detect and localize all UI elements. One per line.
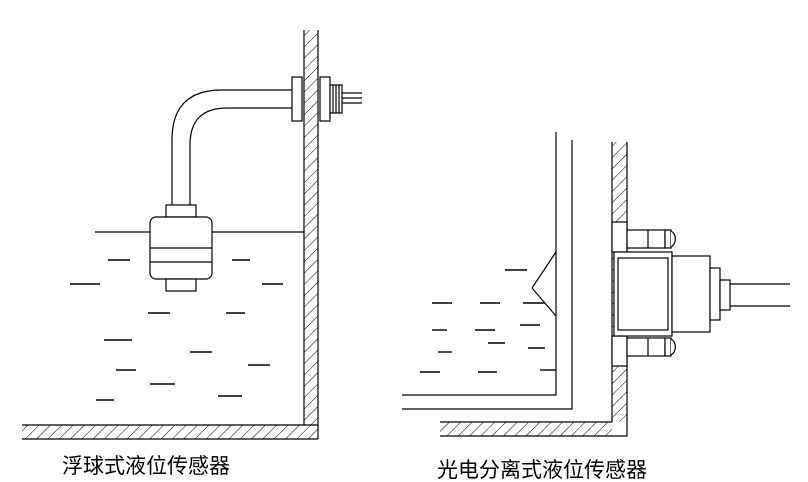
left-diagram-caption: 浮球式液位传感器 xyxy=(62,454,230,478)
float-ball xyxy=(149,204,213,292)
tank-right-wall xyxy=(303,30,319,439)
liquid-dashes xyxy=(70,259,283,401)
inner-container xyxy=(402,132,573,410)
tank-bottom xyxy=(22,424,318,440)
float-sensor-drawing xyxy=(22,30,362,440)
liquid-meniscus xyxy=(531,251,557,317)
wall-fitting xyxy=(291,76,362,122)
liquid-dashes-right xyxy=(420,269,556,373)
stem-pipe xyxy=(171,89,292,205)
sensor-body xyxy=(613,251,731,337)
photoelectric-sensor-drawing xyxy=(402,132,790,437)
right-diagram-caption: 光电分离式液位传感器 xyxy=(437,458,647,482)
sensor-cable xyxy=(730,283,790,307)
